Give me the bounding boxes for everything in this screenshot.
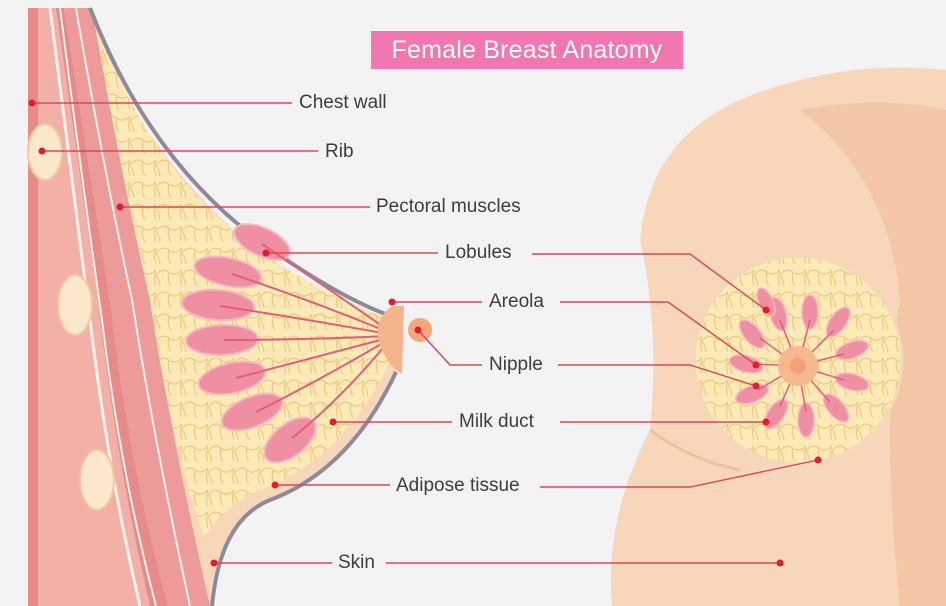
label-pectoral-muscles: Pectoral muscles	[373, 196, 524, 218]
label-chest-wall: Chest wall	[296, 92, 390, 114]
rib-shape	[58, 275, 92, 335]
label-lobules: Lobules	[442, 242, 515, 264]
label-areola: Areola	[486, 291, 547, 313]
label-nipple: Nipple	[486, 354, 546, 376]
label-adipose-tissue: Adipose tissue	[393, 475, 523, 497]
nipple-front	[790, 358, 806, 374]
rib-shape	[80, 450, 114, 510]
diagram-title: Female Breast Anatomy	[392, 36, 663, 65]
title-banner: Female Breast Anatomy	[371, 31, 683, 69]
label-milk-duct: Milk duct	[456, 411, 537, 433]
label-skin: Skin	[335, 552, 378, 574]
label-rib: Rib	[322, 141, 357, 163]
